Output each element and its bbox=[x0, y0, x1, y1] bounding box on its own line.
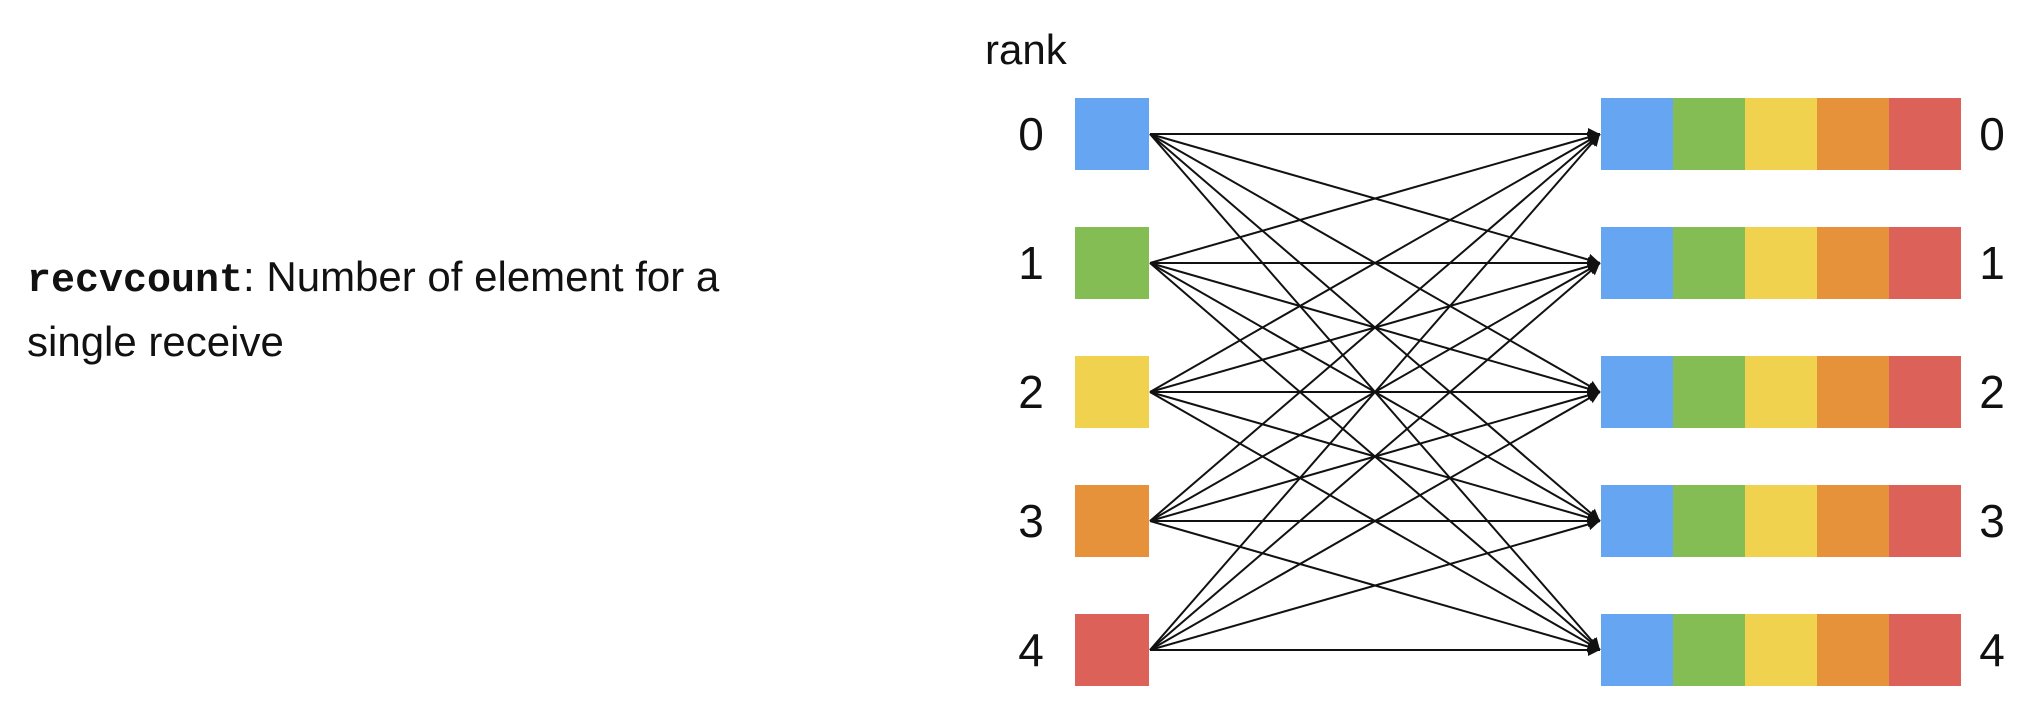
arrow-3-to-0 bbox=[1149, 133, 1601, 522]
recv-cell-rank-1-from-4 bbox=[1889, 227, 1961, 299]
recv-cell-rank-3-from-0 bbox=[1601, 485, 1673, 557]
left-rank-label-2: 2 bbox=[1018, 366, 1044, 418]
recv-cell-rank-1-from-3 bbox=[1817, 227, 1889, 299]
send-block-rank-1 bbox=[1075, 227, 1149, 299]
arrow-4-to-2 bbox=[1149, 391, 1601, 651]
arrow-1-to-0 bbox=[1149, 131, 1601, 264]
recv-cell-rank-2-from-0 bbox=[1601, 356, 1673, 428]
caption: recvcount: Number of element for a singl… bbox=[27, 247, 827, 372]
right-rank-label-0: 0 bbox=[1979, 108, 2005, 160]
arrow-4-to-0 bbox=[1149, 133, 1601, 651]
send-blocks bbox=[1075, 98, 1149, 686]
recv-cell-rank-1-from-1 bbox=[1673, 227, 1745, 299]
recv-cell-rank-2-from-4 bbox=[1889, 356, 1961, 428]
send-block-rank-2 bbox=[1075, 356, 1149, 428]
right-rank-labels: 0 1 2 3 4 bbox=[1979, 108, 2005, 676]
send-block-rank-0 bbox=[1075, 98, 1149, 170]
recv-cell-rank-2-from-2 bbox=[1745, 356, 1817, 428]
recv-cell-rank-0-from-1 bbox=[1673, 98, 1745, 170]
recv-cell-rank-3-from-3 bbox=[1817, 485, 1889, 557]
arrows-layer bbox=[1149, 128, 1601, 656]
send-block-rank-3 bbox=[1075, 485, 1149, 557]
caption-description: : Number of element for a single receive bbox=[27, 253, 720, 365]
rank-header: rank bbox=[985, 26, 1068, 73]
arrow-4-to-3 bbox=[1149, 518, 1601, 651]
recv-cell-rank-1-from-0 bbox=[1601, 227, 1673, 299]
left-rank-label-3: 3 bbox=[1018, 495, 1044, 547]
recv-cell-rank-4-from-3 bbox=[1817, 614, 1889, 686]
recv-cell-rank-0-from-3 bbox=[1817, 98, 1889, 170]
arrow-2-to-0 bbox=[1149, 133, 1601, 393]
arrow-4-to-1 bbox=[1149, 262, 1601, 651]
left-rank-labels: 0 1 2 3 4 bbox=[1018, 108, 1044, 676]
recv-cell-rank-1-from-2 bbox=[1745, 227, 1817, 299]
recv-cell-rank-4-from-1 bbox=[1673, 614, 1745, 686]
recv-cell-rank-0-from-4 bbox=[1889, 98, 1961, 170]
recv-cell-rank-4-from-2 bbox=[1745, 614, 1817, 686]
recv-cell-rank-4-from-0 bbox=[1601, 614, 1673, 686]
recv-cell-rank-2-from-3 bbox=[1817, 356, 1889, 428]
send-block-rank-4 bbox=[1075, 614, 1149, 686]
recv-cell-rank-2-from-1 bbox=[1673, 356, 1745, 428]
left-rank-label-1: 1 bbox=[1018, 237, 1044, 289]
right-rank-label-2: 2 bbox=[1979, 366, 2005, 418]
right-rank-label-4: 4 bbox=[1979, 624, 2005, 676]
recv-cell-rank-3-from-2 bbox=[1745, 485, 1817, 557]
recv-cell-rank-3-from-4 bbox=[1889, 485, 1961, 557]
left-rank-label-4: 4 bbox=[1018, 624, 1044, 676]
recv-blocks bbox=[1601, 98, 1961, 686]
right-rank-label-3: 3 bbox=[1979, 495, 2005, 547]
recv-cell-rank-4-from-4 bbox=[1889, 614, 1961, 686]
recv-cell-rank-0-from-0 bbox=[1601, 98, 1673, 170]
recvcount-term: recvcount bbox=[27, 259, 244, 304]
recv-cell-rank-3-from-1 bbox=[1673, 485, 1745, 557]
right-rank-label-1: 1 bbox=[1979, 237, 2005, 289]
left-rank-label-0: 0 bbox=[1018, 108, 1044, 160]
recv-cell-rank-0-from-2 bbox=[1745, 98, 1817, 170]
